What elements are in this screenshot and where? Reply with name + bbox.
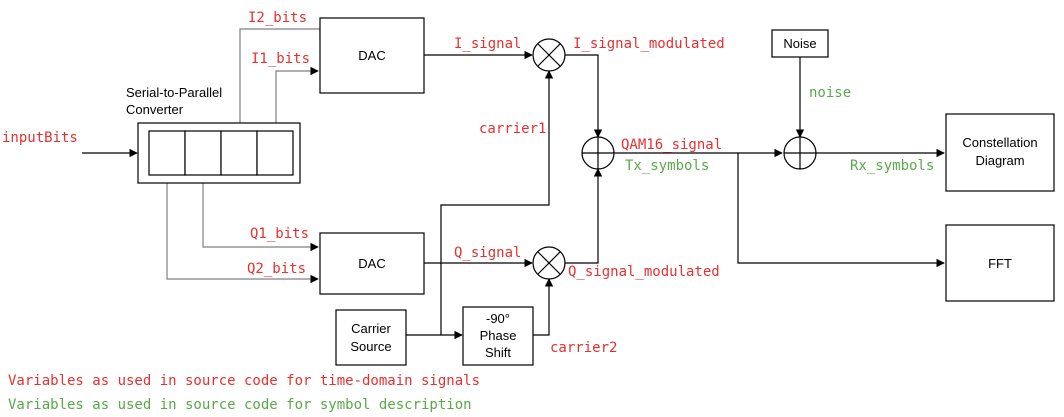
label-q-signal-modulated: Q_signal_modulated	[568, 264, 720, 280]
label-i2-bits: I2_bits	[248, 10, 307, 26]
label-i-signal-modulated: I_signal_modulated	[573, 36, 725, 52]
wire-q2-bits	[166, 175, 319, 284]
constellation-label-1: Constellation	[962, 135, 1037, 150]
dac-bottom-label: DAC	[358, 256, 385, 271]
carrier-source-label-2: Source	[350, 339, 391, 354]
constellation-diagram-block	[945, 113, 1055, 192]
iq-adder	[581, 136, 615, 170]
label-carrier1: carrier1	[479, 121, 546, 137]
wire-to-fft	[737, 153, 945, 268]
label-tx-symbols: Tx_symbols	[625, 158, 709, 174]
label-input-bits: inputBits	[2, 130, 78, 146]
converter-title-line2: Converter	[126, 102, 184, 117]
wire-q-modulated	[565, 168, 603, 264]
label-carrier2: carrier2	[550, 340, 617, 356]
phase-shift-label-2: Phase	[480, 328, 517, 343]
wire-i-modulated	[565, 54, 603, 138]
converter-cell-4	[256, 130, 294, 176]
label-rx-symbols: Rx_symbols	[850, 158, 934, 174]
fft-block	[945, 224, 1055, 302]
phase-shift-label-3: Shift	[485, 345, 511, 360]
noise-adder	[783, 136, 817, 170]
noise-block-label: Noise	[783, 36, 816, 51]
constellation-label-2: Diagram	[975, 153, 1024, 168]
wire-carrier1	[440, 70, 554, 335]
label-q2-bits: Q2_bits	[247, 261, 306, 277]
phase-shift-block	[462, 306, 534, 366]
converter-title-line1: Serial-to-Parallel	[126, 85, 222, 100]
fft-label: FFT	[988, 256, 1012, 271]
i-mixer	[532, 38, 566, 72]
converter-cell-2	[184, 130, 222, 176]
label-qam16-signal: QAM16_signal	[621, 137, 722, 153]
q-mixer	[532, 246, 566, 280]
wire-i1-bits	[275, 66, 319, 130]
converter-cell-3	[220, 130, 258, 176]
label-q1-bits: Q1_bits	[250, 226, 309, 242]
dac-bottom-block	[319, 232, 425, 295]
label-i-signal: I_signal	[454, 36, 521, 52]
wire-q1-bits	[202, 175, 319, 252]
carrier-source-label-1: Carrier	[351, 321, 391, 336]
legend-red-text: Variables as used in source code for tim…	[8, 373, 480, 389]
dac-top-block	[319, 17, 425, 94]
noise-block	[771, 29, 829, 58]
label-q-signal: Q_signal	[454, 245, 521, 261]
wire-i2-bits	[239, 28, 321, 130]
dac-top-label: DAC	[358, 48, 385, 63]
carrier-source-block	[335, 309, 407, 366]
wire-carrier2	[533, 278, 554, 336]
converter-cell-1	[148, 130, 186, 176]
label-noise: noise	[809, 85, 851, 101]
legend-green-text: Variables as used in source code for sym…	[8, 397, 472, 413]
phase-shift-label-1: -90°	[486, 311, 510, 326]
label-i1-bits: I1_bits	[251, 51, 310, 67]
